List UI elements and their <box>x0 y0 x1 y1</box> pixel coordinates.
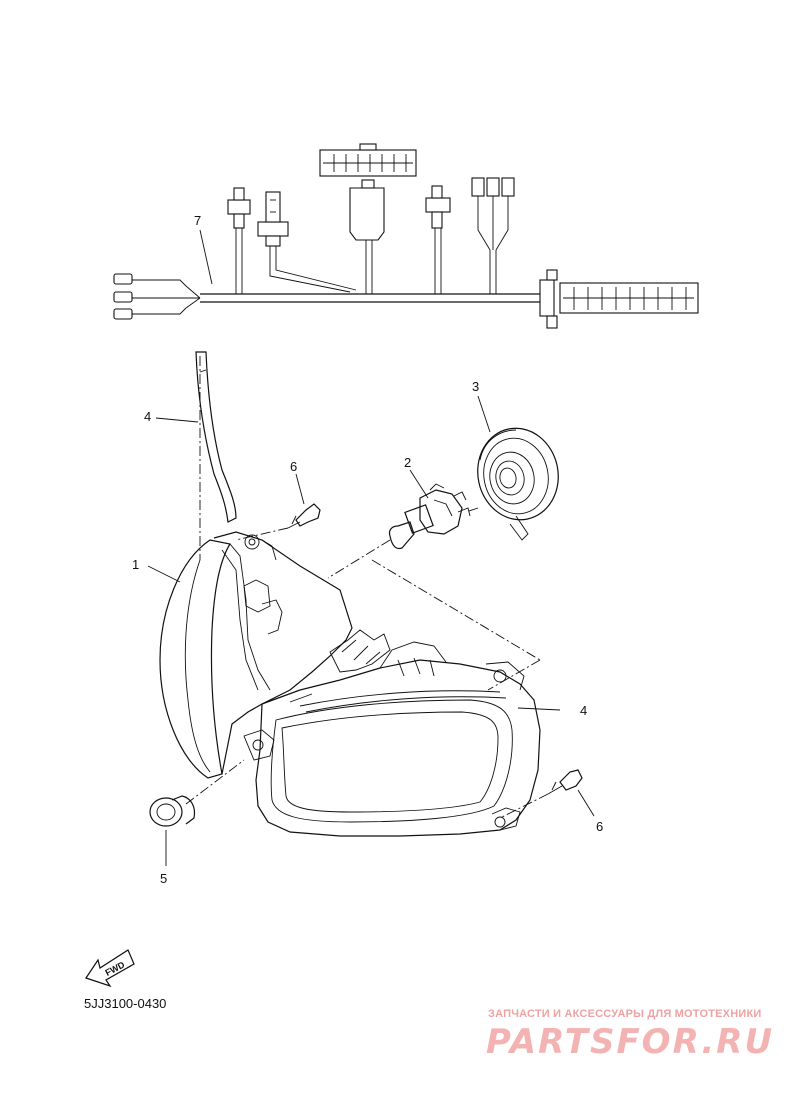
callout-2: 2 <box>404 455 412 470</box>
headlight-bulb <box>388 483 471 550</box>
assembly-lines <box>185 356 549 819</box>
screw-lower <box>547 769 583 795</box>
callout-1: 1 <box>132 557 140 572</box>
leader-lines <box>147 395 595 866</box>
callout-6-lower: 6 <box>596 819 604 834</box>
watermark-logo: PARTSFOR.RU <box>486 1022 775 1062</box>
diagram-code: 5JJ3100-0430 <box>84 996 167 1011</box>
callout-5: 5 <box>160 871 168 886</box>
fwd-arrow-icon: FWD <box>85 949 135 988</box>
callout-4-upper: 4 <box>144 409 152 424</box>
wire-harness <box>113 143 699 329</box>
grommet <box>149 795 196 827</box>
watermark-subtitle: ЗАПЧАСТИ И АКСЕССУАРЫ ДЛЯ МОТОТЕХНИКИ <box>488 1008 762 1020</box>
callout-4-lower: 4 <box>580 703 588 718</box>
callout-6-upper: 6 <box>290 459 298 474</box>
callout-3: 3 <box>472 379 480 394</box>
callout-7: 7 <box>194 213 202 228</box>
seal-strip <box>195 351 237 523</box>
headlight-assembly <box>159 531 541 837</box>
bulb-cover <box>477 427 559 541</box>
screw-upper <box>287 503 321 529</box>
